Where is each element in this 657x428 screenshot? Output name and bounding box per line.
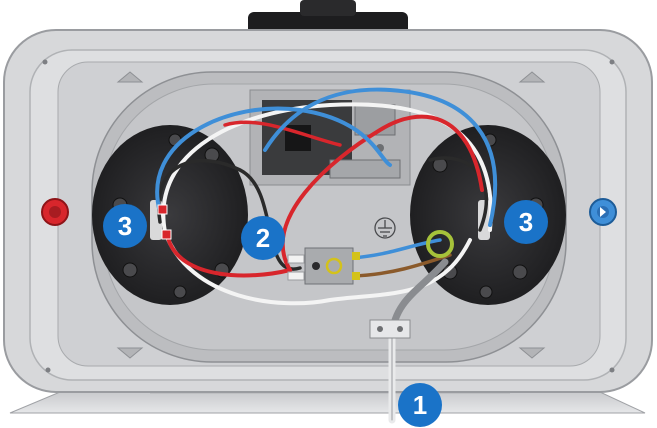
callout-3-right: 3 bbox=[504, 200, 548, 244]
callout-1-label: 1 bbox=[413, 390, 427, 420]
callout-3-left: 3 bbox=[103, 204, 147, 248]
right-heating-element bbox=[410, 125, 566, 305]
left-wire-terminals bbox=[157, 204, 172, 240]
callout-2-label: 2 bbox=[256, 223, 270, 253]
callout-2: 2 bbox=[241, 216, 285, 260]
blue-cold-water-connector-icon bbox=[589, 198, 617, 226]
callout-3-left-label: 3 bbox=[118, 211, 132, 241]
terminal-block bbox=[287, 247, 360, 285]
callout-1: 1 bbox=[398, 383, 442, 427]
wiring-harness bbox=[155, 87, 498, 424]
red-hot-water-connector-icon bbox=[41, 198, 69, 226]
left-heating-element bbox=[92, 125, 248, 305]
protective-earth-icon bbox=[374, 217, 396, 239]
cable-clamp bbox=[369, 319, 411, 339]
callout-3-right-label: 3 bbox=[519, 207, 533, 237]
